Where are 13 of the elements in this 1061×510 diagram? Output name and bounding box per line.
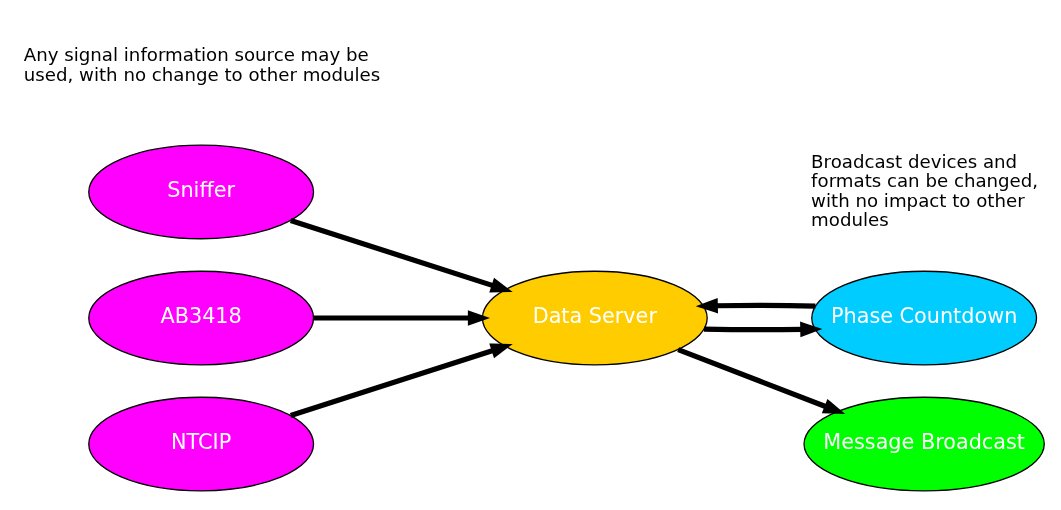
arrow bbox=[314, 310, 491, 326]
node-ellipse: AB3418 bbox=[88, 270, 315, 366]
node-ellipse: Data Server bbox=[481, 270, 708, 366]
arrow bbox=[703, 321, 823, 338]
arrow bbox=[677, 347, 846, 415]
arrow bbox=[695, 297, 816, 314]
arrow bbox=[289, 217, 513, 293]
node-ellipse: Phase Countdown bbox=[811, 270, 1038, 366]
label: Broadcast devices and formats can be changed, with no impact to other modules bbox=[811, 150, 1039, 231]
node-ellipse: NTCIP bbox=[88, 396, 315, 492]
arrow bbox=[289, 343, 513, 419]
node-ellipse: Sniffer bbox=[88, 144, 315, 240]
label: Any signal information source may be used, with no change to other modules bbox=[23, 44, 381, 85]
